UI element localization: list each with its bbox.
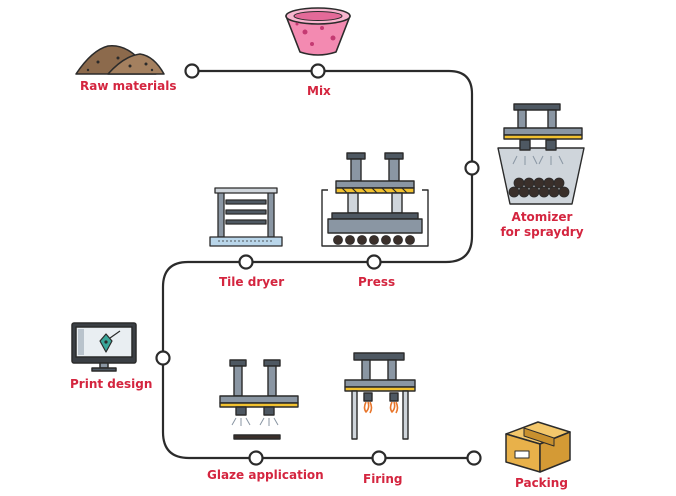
glaze-sprayer-icon <box>219 359 299 440</box>
label-raw-materials: Raw materials <box>80 79 177 93</box>
node-tile-dryer <box>238 254 254 270</box>
tile-dryer-rack-icon <box>209 187 283 247</box>
label-firing: Firing <box>363 472 403 486</box>
label-mix: Mix <box>307 84 331 98</box>
spray-dryer-icon <box>497 103 585 205</box>
node-packing <box>466 450 482 466</box>
process-flow-path <box>161 69 474 460</box>
sand-pile-icon <box>75 45 165 75</box>
label-atomizer: Atomizer for spraydry <box>490 210 594 240</box>
label-atomizer-line2: for spraydry <box>500 225 584 239</box>
label-press: Press <box>358 275 396 289</box>
node-mix <box>310 63 326 79</box>
label-packing: Packing <box>515 476 568 490</box>
cardboard-box-icon <box>505 421 571 473</box>
node-raw-materials <box>184 63 200 79</box>
hydraulic-press-icon <box>321 152 429 247</box>
node-glaze-application <box>248 450 264 466</box>
node-atomizer <box>464 160 480 176</box>
mixing-bowl-icon <box>285 7 351 56</box>
computer-monitor-pen-tool-icon <box>71 322 137 372</box>
node-print-design <box>155 350 171 366</box>
label-print-design: Print design <box>70 377 153 391</box>
node-firing <box>371 450 387 466</box>
kiln-firing-icon <box>344 352 416 440</box>
flow-nodes <box>155 63 482 466</box>
node-press <box>366 254 382 270</box>
label-glaze-application: Glaze application <box>207 468 324 482</box>
label-atomizer-line1: Atomizer <box>511 210 573 224</box>
label-tile-dryer: Tile dryer <box>219 275 285 289</box>
